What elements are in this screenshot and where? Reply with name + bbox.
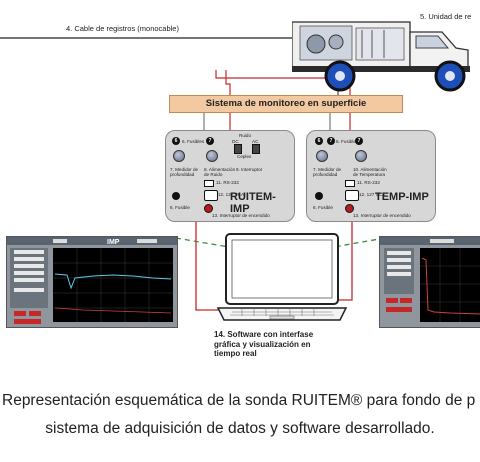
power-socket[interactable] [345, 190, 359, 201]
control-panel [384, 248, 414, 294]
medidor-label-1: 7. Medidor de [170, 167, 199, 172]
fuse-knob-2[interactable] [355, 150, 367, 162]
dc-label: DC [232, 139, 239, 144]
power-switch[interactable] [345, 204, 354, 213]
fusibles-label: 6. Fusibles [182, 139, 205, 144]
cable-label: 4. Cable de registros (monocable) [66, 24, 179, 33]
ruitem-module: 6 6. Fusibles 7 Ruido DC AC Ceplex 7. Me… [165, 130, 295, 222]
signal-plot [420, 248, 480, 322]
temp-title: TEMP-IMP [375, 191, 429, 203]
power-socket[interactable] [204, 190, 218, 201]
ruido-label: Ruido [239, 133, 252, 138]
control-panel [10, 248, 48, 308]
fuse-marker [315, 192, 323, 200]
number-7-marker: 7 [327, 137, 335, 145]
number-6-marker: 6 [172, 137, 180, 145]
figure-caption-line-2: sistema de adquisición de datos y softwa… [45, 420, 435, 437]
fuse-marker [172, 192, 180, 200]
fuse-knob-2[interactable] [206, 150, 218, 162]
red-button[interactable] [386, 307, 412, 312]
red-button[interactable] [386, 298, 398, 303]
fusible-label: 6. Fusible [170, 205, 190, 210]
signal-plot [53, 248, 173, 322]
surface-monitoring-bar: Sistema de monitoreo en superficie [169, 95, 403, 113]
ruido-switch-ac[interactable] [252, 144, 260, 154]
temp-module: 6 7 6. Fusibles 7 7. Medidor de profundi… [306, 130, 436, 222]
medidor-label-2: profundidad [170, 172, 195, 177]
ruitem-title: RUITEM-IMP [230, 191, 276, 215]
rs232-label: 11. RS-232 [357, 180, 380, 185]
field-box [430, 239, 454, 243]
field-box [53, 239, 67, 243]
vca-label: 12. 127 VCA [218, 192, 245, 197]
imp-logo: IMP [107, 239, 120, 246]
window-titlebar [7, 237, 177, 245]
alimentacion-label-1: 10. Alimentación [353, 167, 387, 172]
laptop-icon [216, 233, 348, 321]
red-button[interactable] [29, 311, 41, 316]
number-6-marker: 6 [315, 137, 323, 145]
number-7b-marker: 7 [355, 137, 363, 145]
fuse-knob-1[interactable] [173, 150, 185, 162]
rs232-cable-temp [338, 183, 353, 301]
medidor-label-2: profundidad [313, 172, 338, 177]
rs232-port[interactable] [204, 180, 214, 187]
left-software-screenshot: IMP [6, 236, 178, 328]
interruptor-encendido-label: 13. Interruptor de encendido [353, 213, 411, 218]
software-label-line-3: tiempo real [214, 349, 257, 358]
medidor-label-1: 7. Medidor de [313, 167, 342, 172]
software-label: 14. Software con interfase gráfica y vis… [214, 330, 313, 359]
field-box [137, 239, 157, 243]
power-switch[interactable] [204, 204, 213, 213]
alimentacion-label-2: de Ruido [204, 172, 223, 177]
right-software-screenshot [379, 236, 480, 328]
fusibles-label: 6. Fusibles [336, 139, 359, 144]
fusible-label: 6. Fusible [313, 205, 333, 210]
ac-label: AC [252, 139, 259, 144]
interruptor-label: 9. Interruptor [236, 167, 263, 172]
rs232-label: 11. RS-232 [216, 180, 239, 185]
software-label-line-2: gráfica y visualización en [214, 339, 311, 349]
red-button[interactable] [14, 311, 26, 316]
ceplex-label: Ceplex [237, 154, 252, 159]
rs232-port[interactable] [345, 180, 355, 187]
ruido-switch-dc[interactable] [234, 144, 242, 154]
logging-truck-image [292, 21, 470, 92]
vca-label: 12. 127 VCA [359, 192, 386, 197]
interruptor-encendido-label: 13. Interruptor de encendido [212, 213, 270, 218]
red-button[interactable] [400, 298, 412, 303]
figure-caption-line-1: Representación esquemática de la sonda R… [2, 392, 476, 409]
fuse-knob-1[interactable] [316, 150, 328, 162]
red-button[interactable] [14, 319, 41, 324]
alimentacion-label-1: 8. Alimentación [204, 167, 236, 172]
software-label-line-1: 14. Software con interfase [214, 330, 314, 339]
number-7-marker: 7 [206, 137, 214, 145]
unit-label: 5. Unidad de re [420, 12, 472, 21]
alimentacion-label-2: de Temperatura [353, 172, 386, 177]
